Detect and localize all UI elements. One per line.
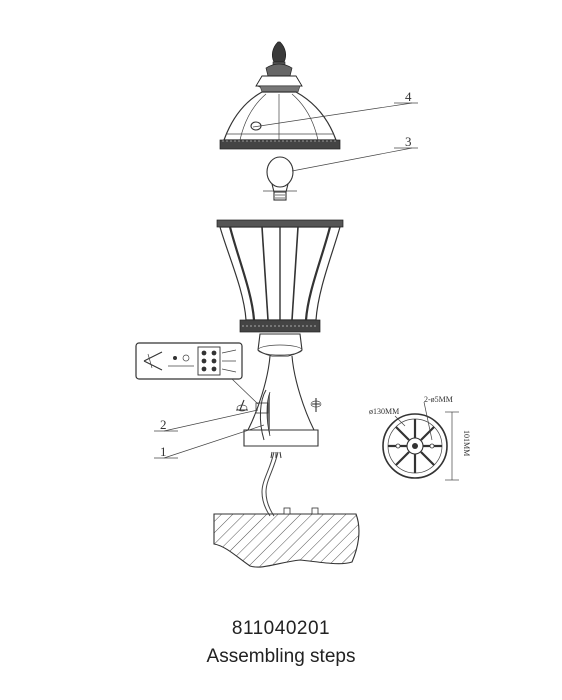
height-dimension: 101MM [462,430,471,456]
callout-1: 1 [160,444,167,459]
callout-2: 2 [160,417,167,432]
callout-4: 4 [405,89,412,104]
product-code: 811040201 [231,618,331,639]
base-plan-view [382,401,459,481]
diameter-dimension: ø130MM [369,407,399,416]
light-bulb [263,156,297,201]
power-cable [261,451,282,517]
terminal-block-detail [135,342,259,405]
callout-leaders [154,102,418,459]
mounting-surface [213,507,360,568]
lamp-base [236,333,322,447]
hole-dimension: 2-ø5MM [424,395,453,404]
callout-3: 3 [405,134,412,149]
assembly-caption: Assembling steps [206,646,356,667]
lantern-body [216,219,344,333]
lamp-top-cap [219,41,341,150]
